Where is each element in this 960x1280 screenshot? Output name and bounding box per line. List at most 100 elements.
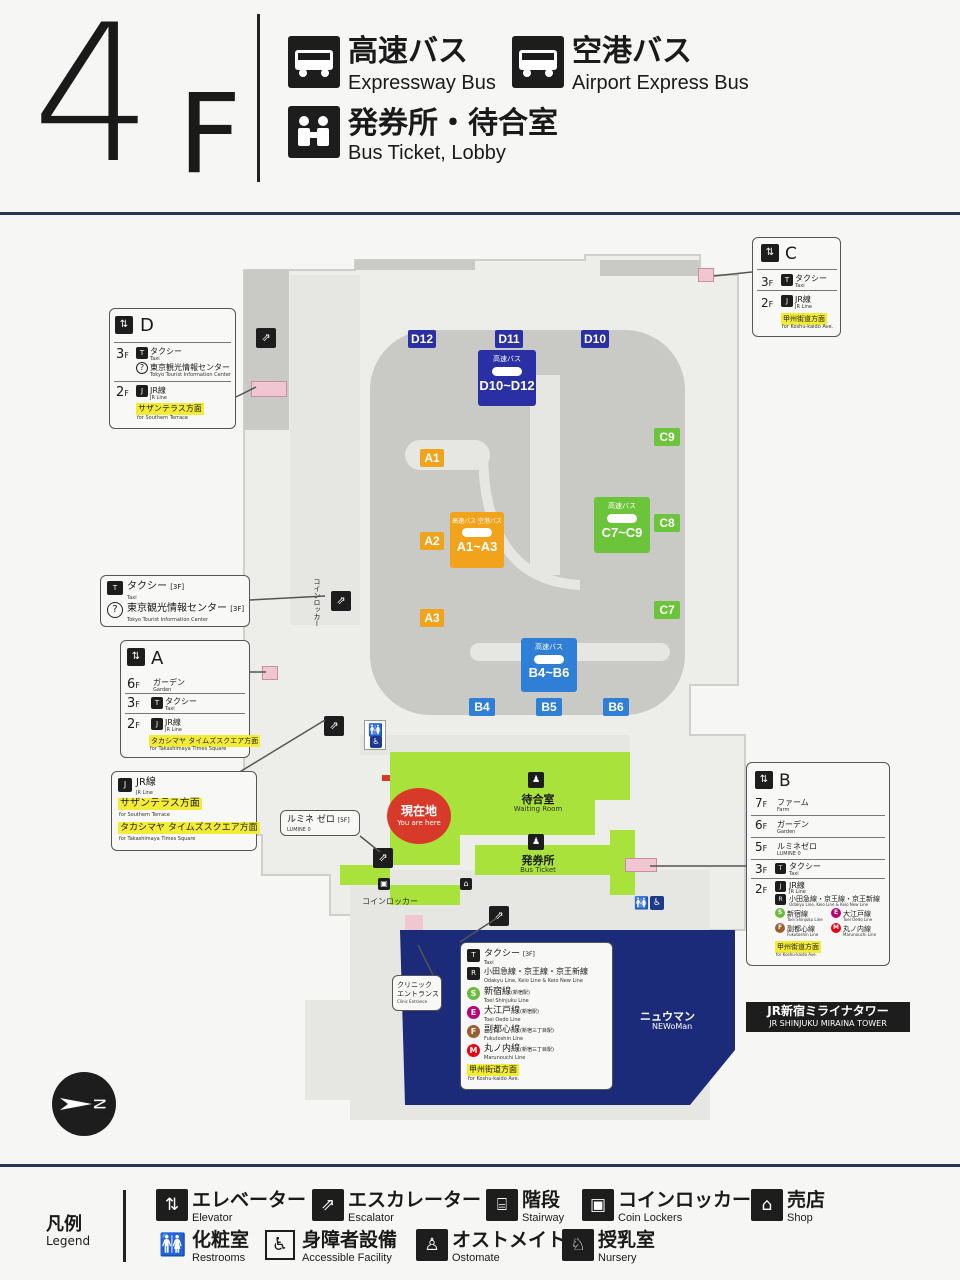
escalator-icon: ⇗ [324, 716, 344, 736]
coin-locker-icon: ▣ [378, 878, 390, 890]
taxi-floor: [3F] [522, 951, 535, 958]
restroom-icon: 🚻 [368, 723, 383, 737]
header-divider [257, 14, 260, 182]
floor-3: 3 [127, 696, 136, 711]
elevator-b-letter: B [779, 771, 791, 791]
newoman-label-en: NEWoMan [652, 1022, 693, 1031]
ticket-office-icon: ♟ [528, 834, 544, 850]
private-railway-icon: R [467, 967, 480, 980]
shinjuku-line-label: 新宿線 [484, 987, 512, 997]
bay-d11: D11 [495, 330, 523, 348]
koshu-kaido-direction-en: for Koshu-kaido Ave. [468, 1076, 520, 1082]
bay-b5: B5 [536, 698, 562, 716]
lumine-floor: [5F] [337, 817, 350, 824]
bay-b4: B4 [469, 698, 495, 716]
elevator-icon: ⇅ [127, 648, 145, 666]
bay-c7: C7 [654, 601, 680, 619]
marunouchi-line-label: 丸ノ内線 [484, 1044, 521, 1054]
legend-title: 凡例 [46, 1214, 82, 1235]
legend-ostomate: オストメイト [452, 1229, 567, 1251]
info-floor: [3F] [230, 605, 245, 613]
jr-line-label: JR線 [795, 295, 811, 304]
oedo-line-label-en: Toei Oedo Line [484, 1017, 521, 1023]
fukutoshin-line-label: 副都心線 [787, 925, 815, 933]
lumine-0-callout: ルミネ ゼロ [5F] LUMINE 0 [280, 810, 360, 836]
bay-b6: B6 [603, 698, 629, 716]
fukutoshin-line-label: 副都心線 [484, 1025, 521, 1035]
waiting-room-label-en: Waiting Room [513, 805, 563, 813]
jr-train-icon: J [118, 778, 132, 792]
oedo-station: (新宿駅) [520, 1009, 539, 1015]
jr-line-label: JR線 [150, 386, 166, 395]
bay-a1: A1 [420, 449, 444, 467]
oedo-line-icon: E [831, 908, 841, 918]
accessible-icon: ♿ [650, 896, 664, 910]
taxi-icon: T [467, 949, 480, 962]
taxi-icon: T [136, 347, 148, 359]
floor-unit: F [124, 351, 129, 360]
bay-sign-c-range: C7~C9 [601, 525, 643, 540]
taxi-label: タクシー [484, 949, 521, 959]
bay-c8: C8 [654, 514, 680, 532]
jr-line-label-en: JR Line [150, 395, 167, 401]
airport-bus-icon [512, 36, 564, 88]
shop-icon: ⌂ [751, 1189, 783, 1221]
floor-3: 3 [761, 275, 769, 289]
southern-terrace-direction: サザンテラス方面 [118, 798, 202, 810]
marunouchi-line-label-en: Marunouchi Line [484, 1055, 526, 1061]
farm-label: ファーム [777, 798, 809, 807]
legend-title-en: Legend [46, 1234, 91, 1248]
elevator-icon: ⇅ [755, 771, 773, 789]
stairway-icon: ⌸ [486, 1189, 518, 1221]
escalator-icon: ⇗ [312, 1189, 344, 1221]
transit-callout: T タクシー [3F] Taxi R 小田急線・京王線・京王新線 Odakyu … [460, 942, 613, 1090]
here-pointer [382, 775, 390, 781]
floor-2: 2 [755, 882, 763, 896]
bay-sign-c-small: 高速バス [608, 503, 636, 510]
bay-d12: D12 [408, 330, 436, 348]
elevator-b-location [625, 858, 657, 872]
oedo-line-icon: E [467, 1006, 480, 1019]
lumine-label-en: LUMINE 0 [287, 827, 311, 833]
floor-number: 4 [32, 0, 153, 205]
accessible-icon: ♿ [370, 736, 382, 748]
taxi-icon: T [107, 581, 123, 595]
bay-sign-a-range: A1~A3 [456, 539, 498, 554]
lumine-label: ルミネゼロ [777, 842, 817, 851]
takashimaya-direction-en: for Takashimaya Times Square [119, 836, 196, 842]
floor-unit: F [762, 822, 768, 831]
taxi-label: タクシー [150, 347, 182, 356]
legend-stairway: 階段 [522, 1189, 561, 1211]
koshu-kaido-direction: 甲州街道方面 [467, 1064, 519, 1076]
legend-elevator: エレベーター [192, 1189, 307, 1211]
north-arrow-icon: N [52, 1072, 116, 1136]
jr-train-icon: J [136, 385, 148, 397]
bay-d10: D10 [581, 330, 609, 348]
elevator-icon: ⇅ [761, 244, 779, 262]
escalator-icon: ⇗ [256, 328, 276, 348]
shinjuku-line-icon: S [775, 908, 785, 918]
shinjuku-line-label-en: Toei Shinjuku Line [787, 917, 823, 922]
floor-2: 2 [116, 385, 125, 400]
taxi-label-en: Taxi [127, 595, 137, 601]
taxi-info-callout: T タクシー [3F] Taxi ? 東京観光情報センター [3F] Tokyo… [100, 575, 250, 627]
shinjuku-line-label-en: Toei Shinjuku Line [484, 998, 529, 1004]
elevator-a-callout: ⇅ A 6F ガーデン Garden 3F T タクシー Taxi 2F J J… [120, 640, 261, 758]
bay-sign-b: 高速バス B4~B6 [521, 638, 577, 692]
oedo-line-label-en: Toei Oedo Line [843, 917, 873, 922]
waiting-room-label: 待合室 [521, 793, 555, 806]
marunouchi-line-icon: M [831, 923, 841, 933]
jr-train-icon: J [775, 881, 786, 892]
you-are-here-marker: 現在地 You are here [387, 788, 451, 844]
ticket-office-label: 発券所 [521, 854, 555, 867]
restroom-icon: 🚻 [159, 1233, 187, 1258]
fukutoshin-line-icon: F [775, 923, 785, 933]
svg-text:N: N [90, 1098, 109, 1110]
floor-5: 5 [755, 840, 763, 854]
ticket-lobby-subtitle: Bus Ticket, Lobby [348, 142, 506, 164]
garden-label-en: Garden [777, 829, 796, 835]
floor-unit: F [768, 300, 774, 309]
coin-locker-left-label: コインロッカー [313, 578, 321, 627]
taxi-icon: T [151, 697, 163, 709]
